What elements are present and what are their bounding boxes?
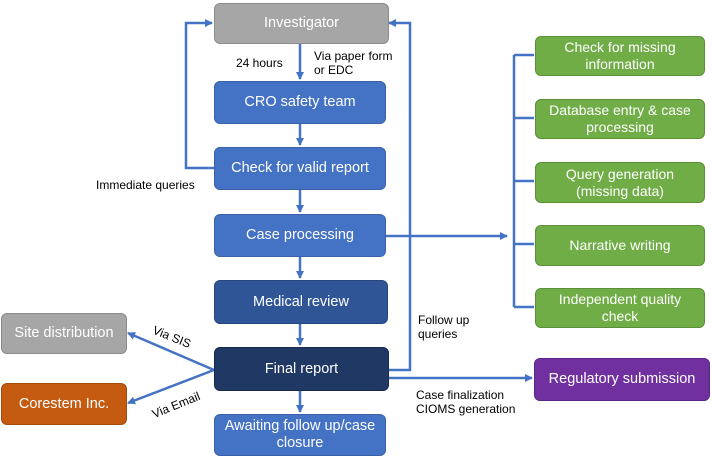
label-follow-up-queries: Follow up queries bbox=[418, 313, 470, 341]
cro-safety-team-box: CRO safety team bbox=[214, 81, 386, 124]
query-generation-box: Query generation (missing data) bbox=[535, 162, 705, 203]
corestem-box: Corestem Inc. bbox=[1, 383, 127, 425]
check-missing-info-box: Check for missing information bbox=[535, 36, 705, 76]
label-immediate-queries: Immediate queries bbox=[96, 178, 195, 192]
awaiting-follow-up-box: Awaiting follow up/case closure bbox=[214, 414, 386, 456]
label-24-hours: 24 hours bbox=[236, 56, 283, 70]
check-valid-report-box: Check for valid report bbox=[214, 147, 386, 190]
arrow-final-to-corestem bbox=[127, 368, 215, 405]
medical-review-box: Medical review bbox=[214, 280, 388, 324]
quality-check-box: Independent quality check bbox=[535, 288, 705, 328]
site-distribution-box: Site distribution bbox=[1, 313, 127, 354]
narrative-writing-box: Narrative writing bbox=[535, 225, 705, 266]
arrow-immediate-queries-loop bbox=[184, 19, 214, 170]
label-via-paper-form: Via paper form or EDC bbox=[314, 49, 393, 77]
arrow-follow-up-queries-loop bbox=[388, 19, 412, 372]
final-report-box: Final report bbox=[214, 347, 389, 391]
database-entry-box: Database entry & case processing bbox=[535, 99, 705, 139]
label-case-finalization: Case finalization CIOMS generation bbox=[416, 388, 516, 416]
regulatory-submission-box: Regulatory submission bbox=[534, 358, 710, 401]
case-processing-box: Case processing bbox=[214, 214, 386, 257]
investigator-box: Investigator bbox=[214, 3, 389, 44]
arrow-final-to-site bbox=[127, 331, 215, 372]
